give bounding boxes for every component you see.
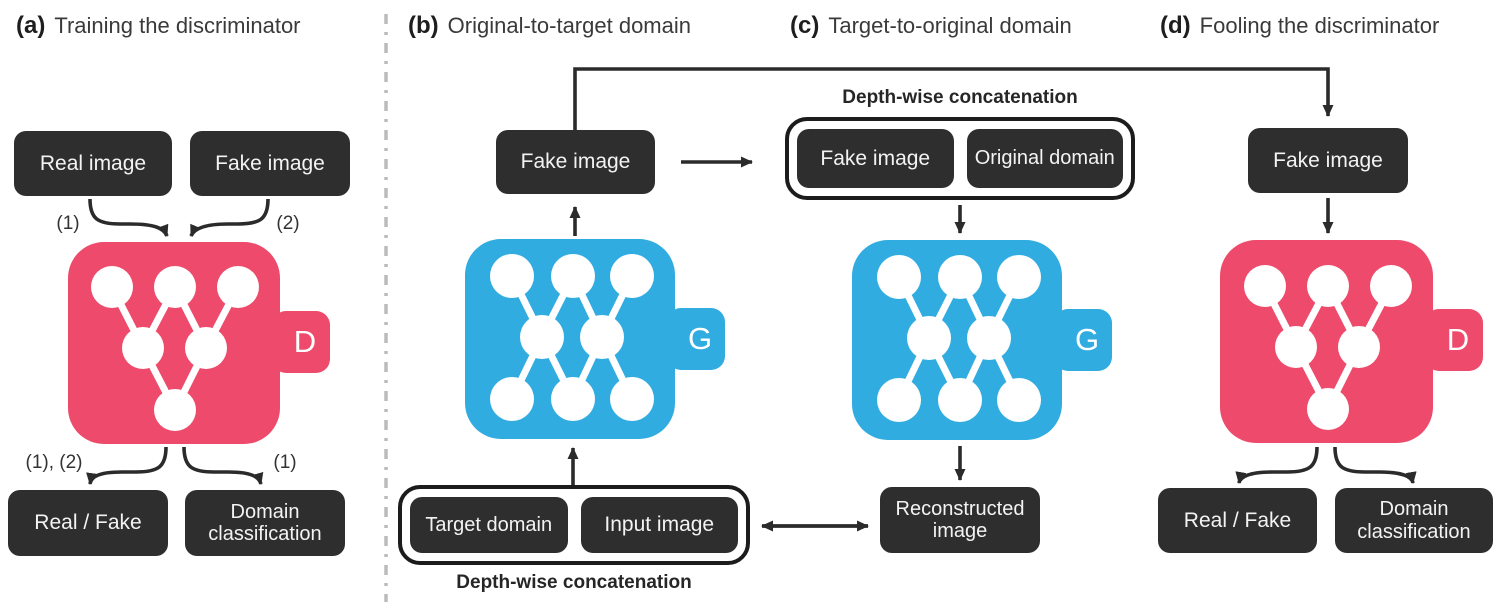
generator-letter-c: G (1074, 322, 1100, 357)
panel-b-title: (b) Original-to-target domain (408, 12, 691, 40)
discriminator-letter-d: D (1446, 322, 1470, 357)
network-nodes-d (1244, 265, 1412, 430)
real-fake-box-a: Real / Fake (8, 490, 168, 556)
fake-image-box-c: Fake image (797, 129, 954, 188)
domain-classification-box-d: Domain classification (1335, 488, 1493, 553)
generator-network-b: G (465, 239, 725, 439)
discriminator-tab-d: D (1425, 309, 1483, 371)
discriminator-network-a: D (68, 242, 330, 444)
discriminator-letter-a: D (293, 324, 317, 359)
panel-d-title: (d) Fooling the discriminator (1160, 12, 1439, 40)
real-fake-box-d: Real / Fake (1158, 488, 1317, 553)
concat-container-c: Fake image Original domain (785, 117, 1135, 200)
real-image-box-a: Real image (14, 131, 172, 196)
panel-b-tag: (b) (408, 12, 439, 39)
network-nodes-b (490, 254, 654, 421)
discriminator-tab-a: D (272, 311, 330, 373)
generator-letter-b: G (687, 321, 713, 356)
concat-caption-b: Depth-wise concatenation (456, 572, 692, 593)
generator-tab-c: G (1054, 309, 1112, 371)
fake-image-box-d: Fake image (1248, 128, 1408, 193)
target-domain-box-b: Target domain (410, 497, 568, 553)
generator-network-c: G (852, 240, 1112, 440)
arrow-label-12-bottom-left: (1), (2) (25, 452, 83, 473)
domain-classification-box-a: Domain classification (185, 490, 345, 556)
panel-d-title-text: Fooling the discriminator (1199, 13, 1440, 38)
arrow-label-2-right: (2) (276, 213, 300, 234)
fake-image-box-a: Fake image (190, 131, 350, 196)
concat-container-b: Target domain Input image (398, 485, 750, 565)
panel-a-title-text: Training the discriminator (54, 13, 301, 38)
panel-d-tag: (d) (1160, 12, 1191, 39)
arrow-label-1-bottom-right: (1) (273, 452, 297, 473)
network-nodes-c (877, 255, 1041, 422)
panel-a-title: (a) Training the discriminator (16, 12, 301, 40)
discriminator-network-d: D (1220, 240, 1483, 443)
panel-a-tag: (a) (16, 12, 46, 39)
network-nodes-a (91, 266, 259, 431)
concat-caption-c: Depth-wise concatenation (842, 87, 1078, 108)
arrow-label-1-left: (1) (56, 213, 80, 234)
panel-b-title-text: Original-to-target domain (447, 13, 691, 38)
generator-tab-b: G (667, 308, 725, 370)
original-domain-box-c: Original domain (966, 129, 1123, 188)
panel-c-title: (c) Target-to-original domain (790, 12, 1072, 40)
panel-c-title-text: Target-to-original domain (828, 13, 1072, 38)
panel-c-tag: (c) (790, 12, 820, 39)
reconstructed-image-box-c: Reconstructed image (880, 487, 1040, 553)
input-image-box-b: Input image (580, 497, 738, 553)
fake-image-box-b: Fake image (496, 130, 655, 194)
